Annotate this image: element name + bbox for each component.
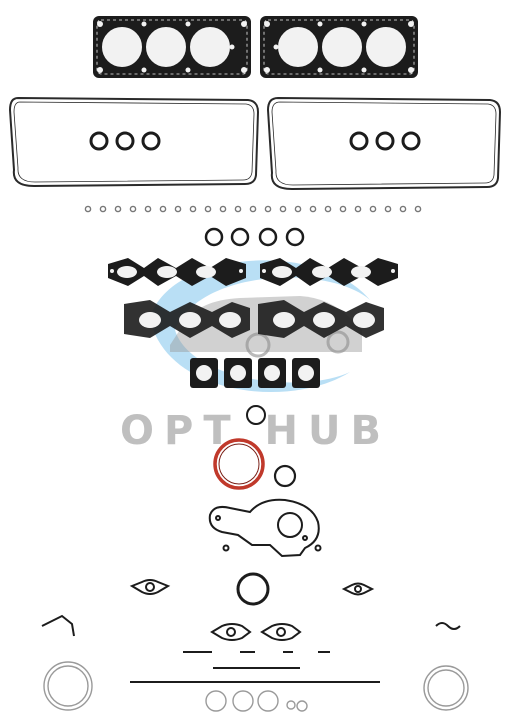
spark-plug-tube-seal [115, 131, 135, 151]
water-outlet-gasket [236, 572, 270, 606]
watermark-swoosh [150, 260, 370, 393]
head-gasket-right [260, 16, 418, 78]
thermostat-gasket-right [341, 582, 375, 596]
bottom-o-rings [205, 690, 308, 712]
intake-manifold-gasket-left [108, 258, 246, 286]
rear-main-seal-inner [218, 443, 260, 485]
exhaust-manifold-gasket-left [124, 300, 250, 338]
spark-plug-tube-seal [349, 131, 369, 151]
crank-seal-ring [273, 464, 297, 488]
watermark-car-wheel-rear [326, 330, 350, 354]
exhaust-manifold-gasket-right [258, 300, 384, 338]
egr-gasket-left [210, 623, 252, 641]
valve-cover-gasket-right [266, 96, 502, 191]
tube-seal-left [41, 614, 75, 637]
head-gasket-left [93, 16, 251, 78]
oil-pan-seal-ring-left [43, 661, 93, 711]
oil-pan-seal-ring-right [423, 665, 469, 711]
exhaust-flange-gasket-holes [196, 365, 314, 381]
small-seal-ring [246, 405, 266, 425]
rear-main-seal [213, 438, 265, 490]
strip-seals [130, 651, 380, 683]
o-ring [230, 227, 250, 247]
tube-seal-right [435, 622, 461, 630]
o-ring [258, 227, 278, 247]
spark-plug-tube-seal [401, 131, 421, 151]
o-ring [285, 227, 305, 247]
thermostat-gasket-left [129, 579, 171, 595]
spark-plug-tube-seal [375, 131, 395, 151]
intake-manifold-gasket-right [260, 258, 398, 286]
o-ring [204, 227, 224, 247]
watermark-text: OPT HUB [120, 408, 391, 454]
timing-cover-gasket [208, 498, 322, 558]
spark-plug-tube-seal [89, 131, 109, 151]
valve-stem-seals [84, 205, 422, 213]
valve-cover-gasket-left [8, 96, 260, 188]
egr-gasket-right [260, 623, 302, 641]
spark-plug-tube-seal [141, 131, 161, 151]
